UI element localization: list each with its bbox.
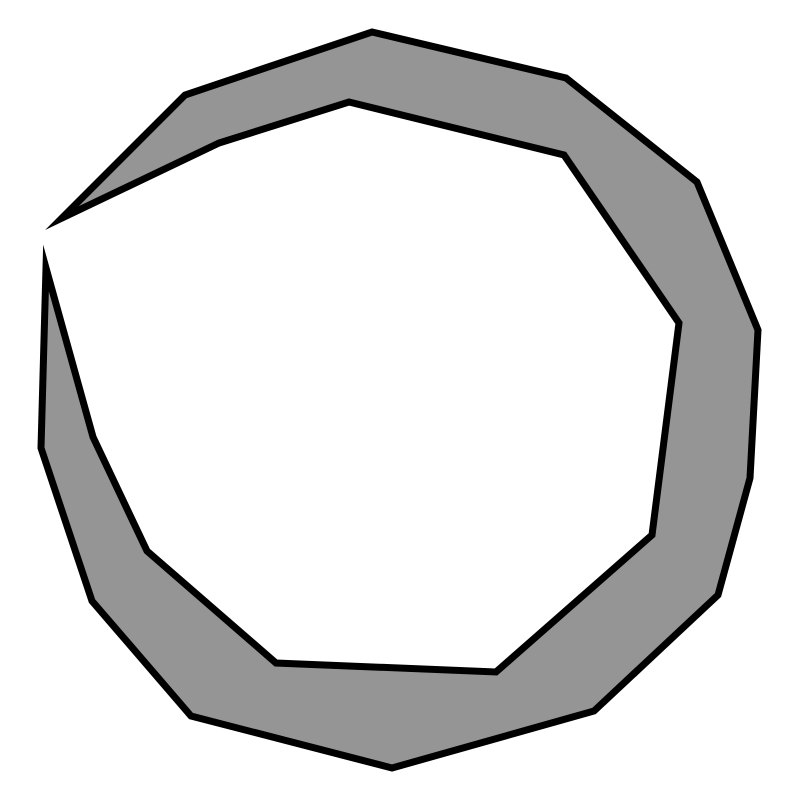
open-ring-shape	[37, 28, 762, 772]
